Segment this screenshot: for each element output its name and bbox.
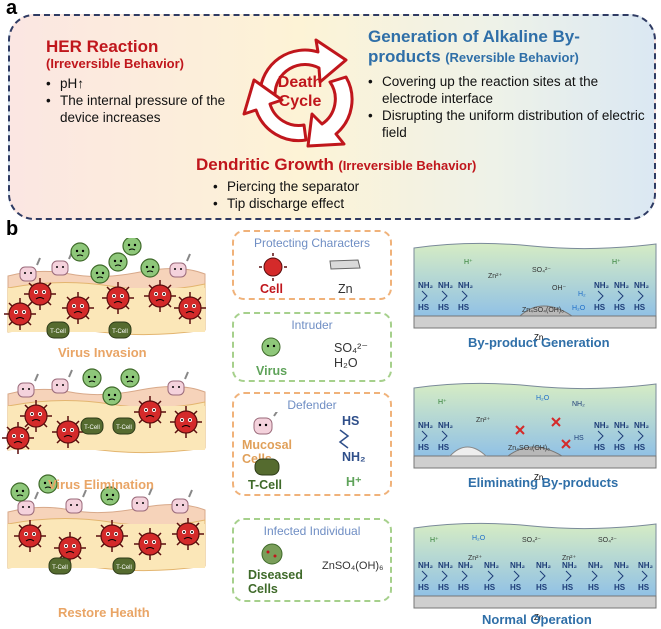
zinc-ion-text: Zn²⁺ — [468, 555, 483, 562]
sulfate-text: SO₄²⁻ — [522, 537, 541, 544]
zinc-ion-text: Zn²⁺ — [562, 555, 577, 562]
dendritic-bullet: Piercing the separator — [213, 178, 463, 195]
dendritic-title: Dendritic Growth — [196, 155, 334, 174]
alkaline-title-word: products — [368, 47, 441, 66]
her-bullets: pH↑ The internal pressure of the device … — [46, 75, 246, 126]
zn-text: Zn — [534, 473, 543, 482]
legend-virus-label: Virus — [256, 364, 288, 378]
schematic-byproduct-generation: Zn Zn₄SO₄(OH)₆ Zn²⁺ SO₄²⁻ OH⁻ H₂O H₂ H⁺ … — [413, 242, 657, 342]
mucosal-cell-icon — [253, 412, 278, 435]
legend-zn-label: Zn — [338, 282, 353, 296]
virus-icon — [261, 337, 281, 357]
legend-proton-label: H⁺ — [346, 475, 362, 489]
her-title: HER Reaction — [46, 37, 159, 56]
panel-a-label: a — [6, 0, 18, 19]
alkaline-title-line2: products (Reversible Behavior) — [368, 47, 579, 67]
schematic-eliminating-byproducts: Zn Zn₄SO₄(OH)₆ Zn²⁺ H₂O NH₂ HS H⁺ — [413, 382, 657, 482]
zn-text: Zn — [534, 613, 543, 622]
nh2-text: NH₂ — [572, 401, 585, 408]
legend-protecting: Protecting Characters Cell Zn — [232, 230, 392, 300]
tcell-icon — [254, 458, 280, 476]
legend-sulfate-label: SO₄²⁻ — [334, 341, 368, 355]
byproduct-text: Zn₄SO₄(OH)₆ — [508, 445, 550, 452]
water-text: H₂O — [572, 305, 586, 312]
caption-eliminating-byproducts: Eliminating By-products — [468, 475, 619, 490]
sulfate-text: SO₄²⁻ — [532, 267, 551, 274]
scene-restore-health — [7, 474, 206, 575]
legend-tcell-label: T-Cell — [248, 478, 283, 492]
death-cycle-arrows — [242, 38, 354, 148]
zn-plate-icon — [329, 259, 361, 270]
dendritic-bullets: Piercing the separator Tip discharge eff… — [213, 178, 463, 212]
legend-intruder: Intruder Virus SO₄²⁻ H₂O — [232, 312, 392, 382]
sulfate-text: SO₄²⁻ — [598, 537, 617, 544]
her-subtitle: (Irreversible Behavior) — [46, 56, 185, 71]
legend-infected: Infected Individual Diseased Cells ZnSO₄… — [232, 518, 392, 602]
alkaline-subtitle: (Reversible Behavior) — [445, 50, 579, 65]
her-bullet: The internal pressure of the device incr… — [46, 92, 246, 126]
hydrogen-text: H₂ — [578, 291, 586, 298]
legend-nh2-label: NH₂ — [342, 450, 366, 464]
proton-text: H⁺ — [464, 259, 473, 266]
cycle-arrow-right — [306, 75, 354, 148]
immune-scenes: T-Cell — [1, 238, 207, 575]
dendritic-bullet: Tip discharge effect — [213, 195, 463, 212]
legend-protecting-title: Protecting Characters — [253, 236, 371, 250]
caption-normal-operation: Normal Operation — [482, 612, 592, 627]
cell-icon — [259, 253, 287, 281]
caption-byproduct-generation: By-product Generation — [468, 335, 610, 350]
caption-virus-elimination: Virus Elimination — [48, 477, 154, 492]
electrode-schematics: NH₂ HS Zn Zn₄SO₄(OH)₆ Zn²⁺ SO₄²⁻ OH⁻ H₂O… — [413, 242, 657, 622]
alkaline-bullet: Covering up the reaction sites at the el… — [368, 73, 648, 107]
legend-byproduct-label: ZnSO₄(OH)₆ — [322, 560, 384, 572]
water-text: H₂O — [472, 535, 486, 542]
legend-diseased-label: Diseased Cells — [248, 568, 303, 596]
cycle-arrow-top — [258, 38, 348, 96]
dendritic-subtitle: (Irreversible Behavior) — [338, 158, 477, 173]
death-cycle-label: Death Cycle — [277, 74, 323, 110]
legend-cell-label: Cell — [260, 282, 283, 296]
legend-defender-title: Defender — [287, 398, 337, 412]
legend-infected-title: Infected Individual — [263, 524, 361, 538]
hs-text: HS — [574, 435, 584, 442]
zn-text: Zn — [534, 333, 543, 342]
byproduct-text: Zn₄SO₄(OH)₆ — [522, 307, 564, 314]
legend-intruder-title: Intruder — [291, 318, 333, 332]
proton-text: H⁺ — [430, 537, 439, 544]
diseased-cell-icon — [261, 543, 283, 565]
zinc-ion-text: Zn²⁺ — [476, 417, 491, 424]
caption-restore-health: Restore Health — [58, 605, 150, 620]
dendritic-title-row: Dendritic Growth (Irreversible Behavior) — [196, 155, 476, 175]
legend-hs-label: HS — [342, 414, 360, 428]
panel-b-label: b — [6, 218, 19, 240]
proton-text: H⁺ — [438, 399, 447, 406]
scene-virus-elimination — [1, 368, 206, 455]
caption-virus-invasion: Virus Invasion — [58, 345, 147, 360]
legend-defender: Defender Mucosal Cells T-Cell HS NH₂ H⁺ — [232, 392, 392, 496]
schematic-normal-operation: Zn H⁺ H₂O SO₄²⁻ SO₄²⁻ Zn²⁺ Zn²⁺ — [413, 522, 657, 622]
zinc-ion-text: Zn²⁺ — [488, 273, 503, 280]
alkaline-bullets: Covering up the reaction sites at the el… — [368, 73, 648, 141]
proton-text: H⁺ — [612, 259, 621, 266]
hydroxide-text: OH⁻ — [552, 285, 567, 292]
scene-virus-invasion — [3, 238, 207, 339]
alkaline-title-line1: Generation of Alkaline By- — [368, 27, 580, 46]
cycle-arrow-left — [242, 78, 308, 143]
alkaline-bullet: Disrupting the uniform distribution of e… — [368, 107, 648, 141]
ligand-chain-icon — [338, 429, 350, 449]
legend-water-label: H₂O — [334, 356, 358, 370]
water-text: H₂O — [536, 395, 550, 402]
cross-marks — [515, 417, 571, 449]
her-bullet: pH↑ — [46, 75, 246, 92]
